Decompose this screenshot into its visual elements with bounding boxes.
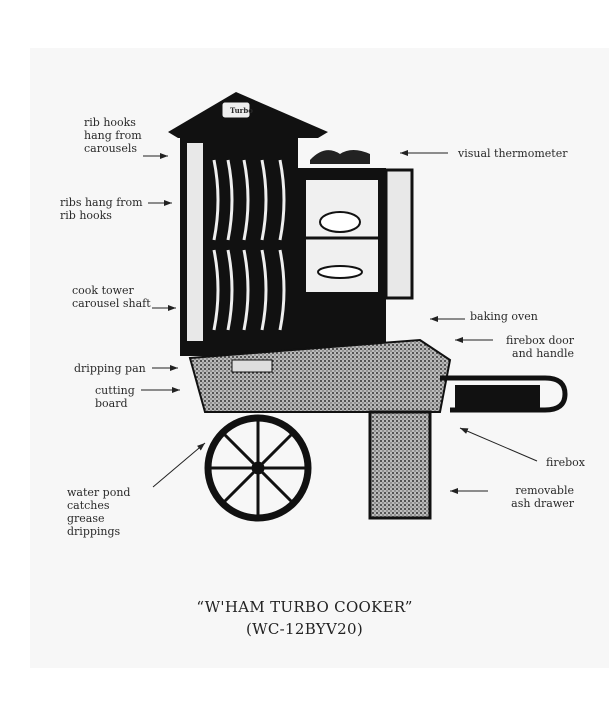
label-ash-drawer: removable ash drawer — [511, 484, 574, 510]
ash-drawer — [368, 410, 432, 520]
thermometer — [310, 150, 370, 164]
label-firebox: firebox — [546, 456, 585, 469]
oven-door-open — [384, 168, 414, 300]
label-ribs-hang: ribs hang from rib hooks — [60, 196, 143, 222]
label-dripping-pan: dripping pan — [74, 362, 146, 375]
roof-badge-plate — [221, 101, 251, 119]
tower-door-open — [185, 141, 205, 343]
firebox-body — [455, 385, 540, 410]
label-rib-hooks: rib hooks hang from carousels — [84, 116, 142, 155]
figure-title: “W'HAM TURBO COOKER” — [196, 598, 413, 616]
label-water-pond: water pond catches grease drippings — [67, 486, 131, 538]
dripping-pan — [231, 359, 273, 373]
figure-model: (WC-12BYV20) — [246, 620, 363, 638]
ribs — [212, 159, 286, 331]
label-visual-thermometer: visual thermometer — [458, 147, 568, 160]
cutting-board — [188, 338, 452, 413]
label-cutting-board: cutting board — [95, 384, 135, 410]
pan — [317, 265, 363, 279]
label-baking-oven: baking oven — [470, 310, 538, 323]
wheel — [204, 414, 312, 522]
label-firebox-door: firebox door and handle — [505, 334, 574, 360]
callout-arrows — [141, 150, 538, 494]
firebox-handle — [440, 375, 568, 413]
label-cook-tower: cook tower carousel shaft — [72, 284, 151, 310]
roof-badge-text: Turbo — [230, 106, 253, 115]
pot — [319, 211, 361, 233]
